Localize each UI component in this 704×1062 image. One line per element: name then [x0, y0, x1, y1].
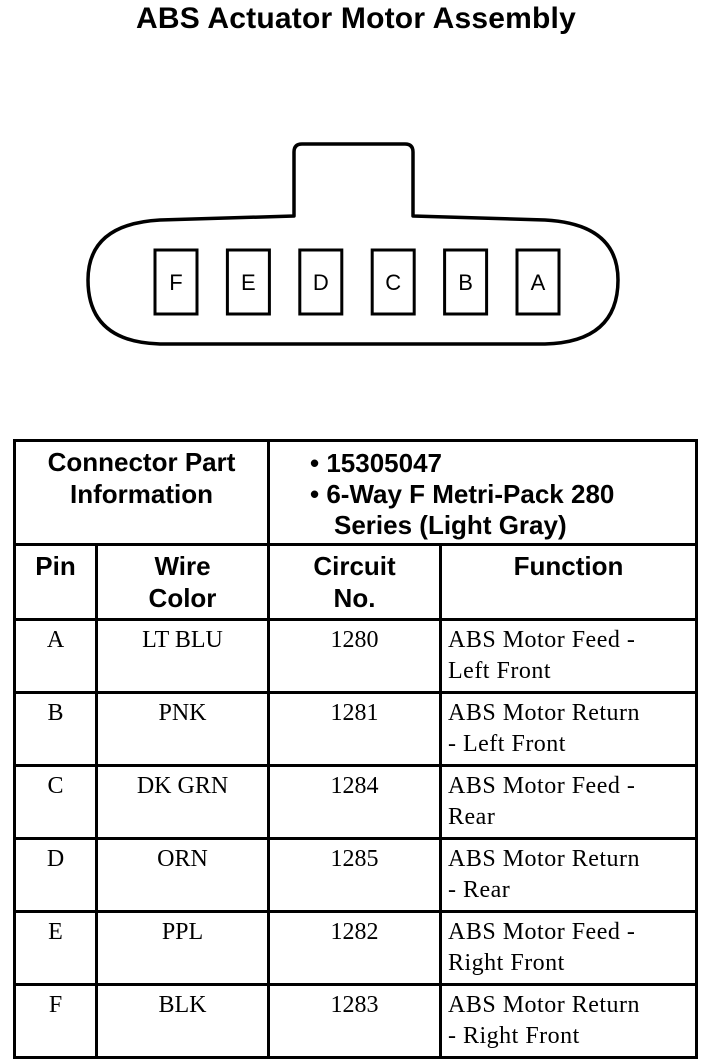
pin-cell: F: [13, 983, 98, 1059]
function-line2: - Left Front: [448, 731, 566, 757]
function-line1: ABS Motor Return: [448, 700, 641, 726]
pin-cavity: [298, 248, 344, 316]
connector-pin-f: F: [153, 248, 199, 316]
function-cell: ABS Motor Return - Left Front: [439, 691, 698, 767]
function-cell: ABS Motor Feed - Right Front: [439, 910, 698, 986]
wire-color-cell: DK GRN: [95, 764, 270, 840]
page-title: ABS Actuator Motor Assembly: [136, 2, 576, 35]
pin-cavity: [153, 248, 199, 316]
connector-type-line2: Series (Light Gray): [334, 510, 567, 540]
pin-letter: B: [458, 270, 473, 295]
part-info-label-line1: Connector Part: [47, 447, 236, 477]
function-line1: ABS Motor Feed -: [448, 627, 636, 653]
col-header-function-label: Function: [513, 551, 624, 581]
circuit-number-cell: 1283: [267, 983, 442, 1059]
function-line2: Left Front: [448, 658, 551, 684]
part-info-row: Connector Part Information • 15305047 • …: [13, 439, 698, 546]
pin-letter: E: [241, 270, 256, 295]
circuit-number-cell: 1284: [267, 764, 442, 840]
wire-color-cell: BLK: [95, 983, 270, 1059]
function-cell: ABS Motor Feed - Rear: [439, 764, 698, 840]
wire-color-cell: PNK: [95, 691, 270, 767]
part-info-label-line2: Information: [70, 479, 213, 509]
col-header-wire-line1: Wire: [154, 551, 211, 581]
function-line2: - Right Front: [448, 1023, 580, 1049]
connector-pin-c: C: [370, 248, 416, 316]
circuit-number-cell: 1281: [267, 691, 442, 767]
pin-cavity: [370, 248, 416, 316]
pin-cell: B: [13, 691, 98, 767]
col-header-pin: Pin: [13, 543, 98, 621]
pin-cavity: [443, 248, 489, 316]
pin-letter: D: [313, 270, 329, 295]
col-header-wire: Wire Color: [95, 543, 270, 621]
function-line1: ABS Motor Feed -: [448, 773, 636, 799]
connector-type-line1: • 6-Way F Metri-Pack 280: [310, 479, 615, 509]
function-line1: ABS Motor Feed -: [448, 919, 636, 945]
pin-cavity: [225, 248, 271, 316]
pin-cell: C: [13, 764, 98, 840]
function-line2: Right Front: [448, 950, 565, 976]
part-number: • 15305047: [310, 448, 443, 478]
function-line1: ABS Motor Return: [448, 992, 641, 1018]
circuit-number-cell: 1282: [267, 910, 442, 986]
function-line2: - Rear: [448, 877, 511, 903]
function-cell: ABS Motor Feed - Left Front: [439, 618, 698, 694]
pin-letter: C: [385, 270, 401, 295]
pin-letter: F: [169, 270, 182, 295]
part-info-values: • 15305047 • 6-Way F Metri-Pack 280 Seri…: [267, 439, 698, 546]
function-cell: ABS Motor Return - Rear: [439, 837, 698, 913]
col-header-wire-line2: Color: [148, 583, 217, 613]
wire-color-cell: LT BLU: [95, 618, 270, 694]
part-info-label: Connector Part Information: [13, 439, 270, 546]
pin-cell: D: [13, 837, 98, 913]
col-header-function: Function: [439, 543, 698, 621]
pin-cell: A: [13, 618, 98, 694]
col-header-circuit: Circuit No.: [267, 543, 442, 621]
circuit-number-cell: 1285: [267, 837, 442, 913]
connector-pin-d: D: [298, 248, 344, 316]
function-line1: ABS Motor Return: [448, 846, 641, 872]
wire-color-cell: ORN: [95, 837, 270, 913]
col-header-pin-label: Pin: [35, 551, 76, 581]
function-cell: ABS Motor Return - Right Front: [439, 983, 698, 1059]
connector-outline: [86, 142, 620, 346]
connector-info-table: Connector Part Information • 15305047 • …: [13, 439, 698, 1059]
col-header-circuit-line2: No.: [333, 583, 376, 613]
col-header-circuit-line1: Circuit: [313, 551, 396, 581]
pin-letter: A: [531, 270, 546, 295]
connector-pin-a: A: [515, 248, 561, 316]
pin-cavity: [515, 248, 561, 316]
column-header-row: Pin Wire Color Circuit No. Function: [13, 543, 698, 621]
pin-cell: E: [13, 910, 98, 986]
connector-pin-e: E: [225, 248, 271, 316]
function-line2: Rear: [448, 804, 496, 830]
connector-pin-b: B: [443, 248, 489, 316]
wire-color-cell: PPL: [95, 910, 270, 986]
circuit-number-cell: 1280: [267, 618, 442, 694]
